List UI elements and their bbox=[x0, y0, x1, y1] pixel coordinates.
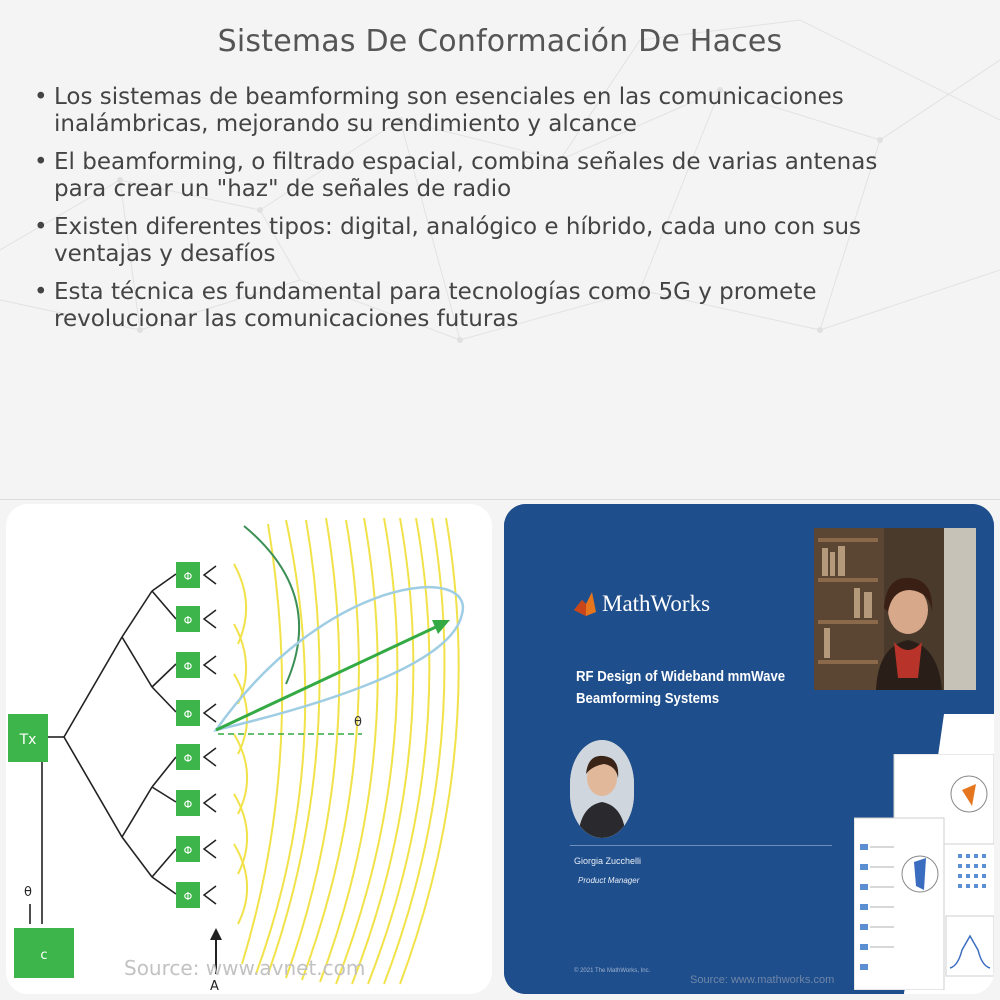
logo-text: MathWorks bbox=[602, 591, 711, 616]
mathworks-logo: MathWorks bbox=[572, 590, 710, 618]
bullet-marker: • bbox=[34, 149, 48, 175]
bullet-line: Los sistemas de beamforming son esencial… bbox=[54, 84, 844, 110]
slide-copyright: © 2021 The MathWorks, Inc. bbox=[574, 968, 651, 974]
beamforming-diagram: θ Tx c θ bbox=[8, 517, 465, 994]
bullet-line: Esta técnica es fundamental para tecnolo… bbox=[54, 279, 817, 305]
membrane-logo-icon bbox=[574, 592, 596, 616]
section-divider bbox=[0, 499, 1000, 500]
bullet-line: Existen diferentes tipos: digital, analó… bbox=[54, 214, 862, 240]
phase-symbol: Φ bbox=[184, 570, 193, 583]
slide-divider bbox=[570, 845, 832, 846]
bullet-marker: • bbox=[34, 84, 48, 110]
webcam-scene bbox=[814, 528, 976, 690]
c-label: c bbox=[40, 948, 47, 963]
phase-symbol: Φ bbox=[184, 660, 193, 673]
phase-symbol: Φ bbox=[184, 798, 193, 811]
theta-label: θ bbox=[24, 885, 32, 900]
bullet-item: • Esta técnica es fundamental para tecno… bbox=[34, 279, 974, 333]
bullet-item: • El beamforming, o filtrado espacial, c… bbox=[34, 149, 974, 203]
bullet-line: inalámbricas, mejorando su rendimiento y… bbox=[54, 111, 637, 137]
presenter-name: Giorgia Zucchelli bbox=[574, 856, 642, 866]
bullet-item: • Los sistemas de beamforming son esenci… bbox=[34, 84, 974, 138]
bullet-line: revolucionar las comunicaciones futuras bbox=[54, 306, 519, 332]
phase-symbol: Φ bbox=[184, 708, 193, 721]
phase-symbol: Φ bbox=[184, 752, 193, 765]
phase-symbol: Φ bbox=[184, 890, 193, 903]
arrow-label: A bbox=[210, 979, 219, 994]
tool-screenshots bbox=[854, 754, 994, 990]
beamforming-diagram-panel: θ Tx c θ bbox=[6, 504, 492, 994]
presenter-portrait bbox=[570, 740, 634, 838]
network-background bbox=[0, 19, 1000, 343]
bullet-item: • Existen diferentes tipos: digital, ana… bbox=[34, 214, 974, 268]
slide-title: RF Design of Wideband mmWave Beamforming… bbox=[576, 668, 786, 707]
bullet-list: • Los sistemas de beamforming son esenci… bbox=[34, 84, 974, 344]
source-caption: Source: www.avnet.com bbox=[124, 956, 366, 980]
presenter-role: Product Manager bbox=[578, 876, 640, 885]
presenter-photo bbox=[570, 740, 634, 838]
bullet-line: ventajas y desafíos bbox=[54, 241, 276, 267]
page-title: Sistemas De Conformación De Haces bbox=[217, 24, 783, 59]
tx-label: Tx bbox=[19, 732, 37, 748]
bullet-marker: • bbox=[34, 214, 48, 240]
bullet-line: para crear un "haz" de señales de radio bbox=[54, 176, 512, 202]
bullet-marker: • bbox=[34, 279, 48, 305]
phase-symbol: Φ bbox=[184, 614, 193, 627]
source-caption: Source: www.mathworks.com bbox=[690, 974, 835, 986]
mathworks-slide-panel: MathWorks RF Design of Wideband mmWave B… bbox=[504, 504, 994, 994]
phase-symbol: Φ bbox=[184, 844, 193, 857]
webcam-video bbox=[814, 528, 976, 690]
bullet-line: El beamforming, o filtrado espacial, com… bbox=[54, 149, 878, 175]
beam-angle-label: θ bbox=[354, 715, 362, 730]
